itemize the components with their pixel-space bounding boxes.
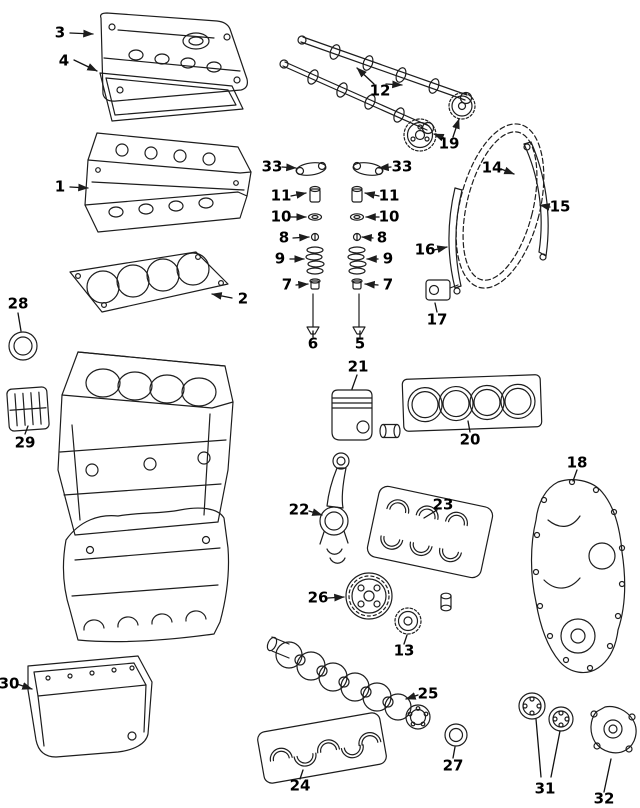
part-label-9-left: 9 bbox=[274, 249, 286, 268]
chain-tensioner-drawing bbox=[425, 279, 459, 301]
valve-seal-drawing bbox=[309, 278, 363, 290]
part-label-5: 5 bbox=[354, 334, 366, 353]
leader-arrows bbox=[16, 29, 551, 700]
part-label-2: 2 bbox=[237, 289, 249, 308]
part-label-27: 27 bbox=[442, 756, 464, 775]
part-label-8-left: 8 bbox=[278, 228, 290, 247]
lower-block-drawing bbox=[62, 507, 230, 643]
part-label-20: 20 bbox=[459, 430, 481, 449]
engine-block-drawing bbox=[57, 351, 234, 536]
part-label-23: 23 bbox=[432, 495, 454, 514]
part-label-31: 31 bbox=[534, 779, 556, 798]
part-label-24: 24 bbox=[289, 776, 311, 795]
cylinder-head-drawing bbox=[84, 132, 252, 233]
rod-bearing-set-drawing bbox=[366, 485, 494, 579]
valve-cover-drawing bbox=[100, 12, 248, 102]
part-label-11-left: 11 bbox=[270, 186, 292, 205]
piston-drawing bbox=[331, 389, 373, 441]
part-label-15: 15 bbox=[549, 197, 571, 216]
part-label-18: 18 bbox=[566, 453, 588, 472]
main-bearing-set-drawing bbox=[257, 712, 387, 784]
part-label-7-right: 7 bbox=[382, 275, 394, 294]
part-label-19: 19 bbox=[438, 134, 460, 153]
head-gasket-drawing bbox=[69, 251, 229, 313]
part-label-12: 12 bbox=[369, 81, 391, 100]
part-label-26: 26 bbox=[307, 588, 329, 607]
part-label-22: 22 bbox=[288, 500, 310, 519]
chain-guide-drawing bbox=[523, 141, 549, 261]
crankshaft-drawing bbox=[266, 636, 431, 730]
timing-cover-drawing bbox=[530, 478, 626, 674]
part-label-7-left: 7 bbox=[281, 275, 293, 294]
water-pump-drawing bbox=[590, 705, 637, 754]
balance-gear-drawing bbox=[394, 592, 452, 635]
piston-ring-set-drawing bbox=[401, 374, 543, 432]
piston-pin-drawing bbox=[379, 423, 401, 439]
valve-cover-gasket-drawing bbox=[99, 72, 244, 122]
front-seal-drawing bbox=[8, 331, 38, 361]
part-label-33-right: 33 bbox=[391, 157, 413, 176]
part-label-13: 13 bbox=[393, 641, 415, 660]
part-label-17: 17 bbox=[426, 310, 448, 329]
part-label-10-right: 10 bbox=[378, 207, 400, 226]
leader-lines bbox=[17, 302, 612, 793]
seal-plate-drawing bbox=[518, 692, 574, 732]
valve-spring-drawing bbox=[305, 246, 367, 275]
part-label-1: 1 bbox=[54, 177, 66, 196]
tensioner-arm-drawing bbox=[448, 187, 463, 295]
part-label-33-left: 33 bbox=[261, 157, 283, 176]
connecting-rod-drawing bbox=[319, 452, 350, 564]
baffle-plate-drawing bbox=[6, 386, 50, 432]
part-label-25: 25 bbox=[417, 684, 439, 703]
part-label-8-right: 8 bbox=[376, 228, 388, 247]
part-label-28: 28 bbox=[7, 294, 29, 313]
valve-keeper-drawing bbox=[310, 232, 362, 242]
part-label-4: 4 bbox=[58, 51, 70, 70]
part-label-9-right: 9 bbox=[382, 249, 394, 268]
spring-seat-drawing bbox=[307, 213, 365, 221]
part-label-14: 14 bbox=[481, 158, 503, 177]
part-label-3: 3 bbox=[54, 23, 66, 42]
part-label-29: 29 bbox=[14, 433, 36, 452]
vvt-sprocket-drawing bbox=[403, 92, 476, 152]
part-label-32: 32 bbox=[593, 789, 615, 808]
valve-drawing bbox=[306, 293, 366, 335]
part-label-10-left: 10 bbox=[270, 207, 292, 226]
part-label-21: 21 bbox=[347, 357, 369, 376]
rear-seal-drawing bbox=[444, 723, 468, 747]
valve-lifter-drawing bbox=[309, 185, 363, 203]
part-label-30: 30 bbox=[0, 674, 20, 693]
timing-chain-drawing bbox=[455, 123, 545, 289]
oil-pan-drawing bbox=[27, 655, 153, 758]
part-label-16: 16 bbox=[414, 240, 436, 259]
crank-pulley-drawing bbox=[345, 572, 393, 620]
rocker-arm-drawing bbox=[295, 161, 384, 176]
part-label-6: 6 bbox=[307, 334, 319, 353]
part-label-11-right: 11 bbox=[378, 186, 400, 205]
